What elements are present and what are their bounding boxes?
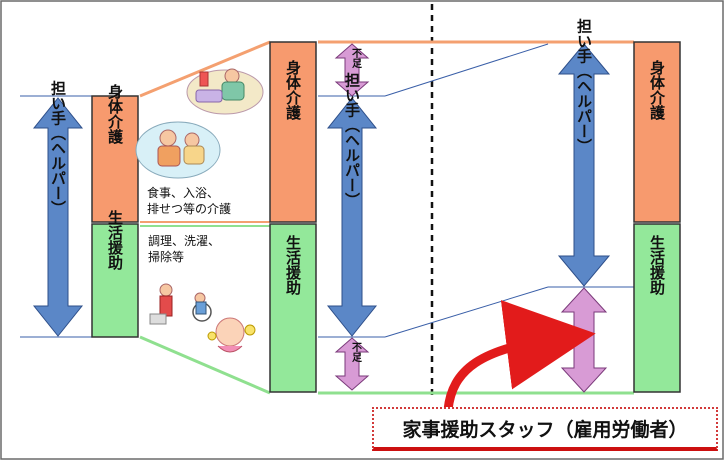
caption-care-line1: 食事、入浴、: [147, 186, 220, 200]
caption-care-line2: 排せつ等の介護: [147, 202, 232, 216]
staff-label: 家事援助スタッフ（雇用労働者）: [372, 407, 718, 451]
left-life-support-bar: [91, 223, 139, 338]
left-life-support-label: 生活援助: [106, 209, 124, 271]
middle-physical-care-bar: [269, 41, 317, 223]
right-helper-label: 担い手（ヘルパー）: [575, 18, 593, 154]
caption-life-line1: 調理、洗濯、: [148, 234, 221, 248]
guide-line-mid-bottom-diag: [384, 286, 549, 338]
red-curved-arrow: [443, 300, 596, 411]
chores-illustration-icon: [149, 283, 256, 353]
middle-physical-care-label: 身体介護: [284, 59, 302, 121]
middle-shortage-bottom-label: 不足: [350, 342, 362, 363]
middle-helper-label: 担い手（ヘルパー）: [343, 72, 361, 208]
right-helper-arrow: [557, 43, 611, 287]
left-physical-care-label: 身体介護: [106, 83, 124, 145]
middle-helper-arrow: [326, 97, 378, 337]
middle-shortage-bottom-arrow: [334, 337, 370, 391]
middle-life-support-label: 生活援助: [284, 234, 302, 296]
guide-line-mid-top-diag: [384, 43, 549, 97]
right-life-support-label: 生活援助: [648, 234, 666, 296]
connector-orange-top: [139, 40, 271, 98]
left-helper-label: 担い手（ヘルパー）: [49, 80, 67, 216]
caption-life-line2: 掃除等: [148, 250, 185, 264]
connector-green-bottom: [139, 335, 271, 395]
middle-life-support-bar: [269, 223, 317, 393]
middle-shortage-top-label: 不足: [350, 48, 362, 69]
middle-shortage-top-arrow: [334, 43, 370, 97]
care-illustration-icon: [135, 68, 264, 179]
left-helper-arrow: [32, 97, 84, 337]
right-physical-care-bar: [633, 41, 681, 223]
right-physical-care-label: 身体介護: [648, 59, 666, 121]
right-life-support-bar: [633, 223, 681, 393]
